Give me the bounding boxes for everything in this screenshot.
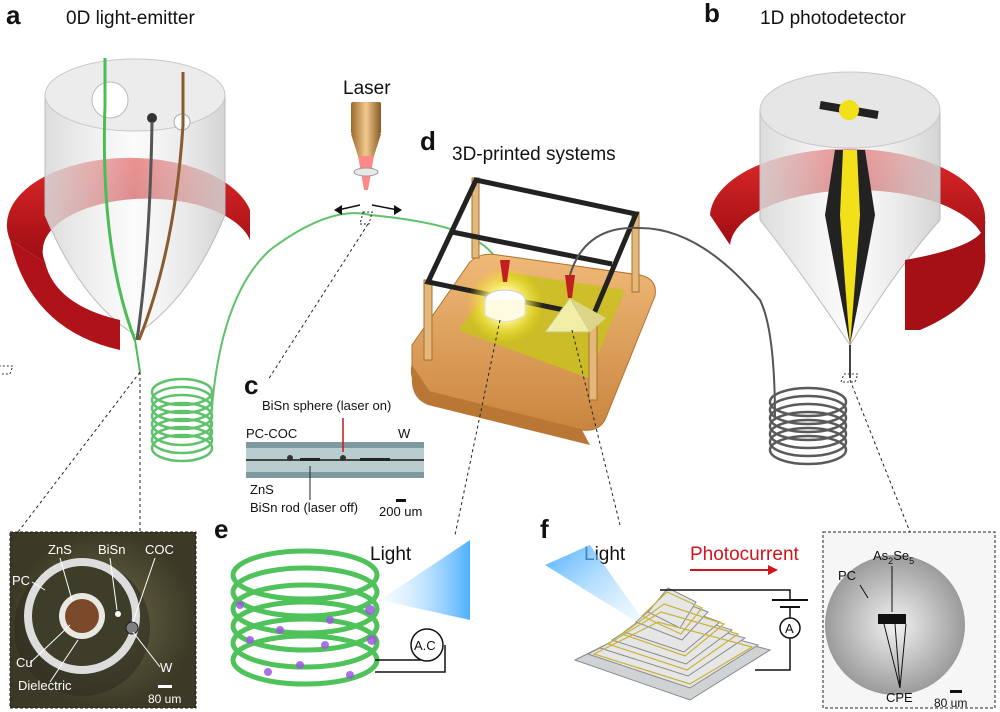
panel-c-letter: c (244, 370, 258, 400)
black-fiber (569, 226, 776, 421)
label-pc-b: PC (838, 568, 856, 583)
label-pc-coc: PC-COC (246, 426, 297, 441)
label-bisn-sphere: BiSn sphere (laser on) (262, 398, 391, 413)
black-fiber-coil (768, 386, 848, 466)
panel-b-title: 1D photodetector (760, 8, 906, 29)
label-bisn-rod: BiSn rod (laser off) (250, 500, 358, 515)
photocurrent-label: Photocurrent (690, 544, 800, 565)
panel-b-letter: b (704, 0, 720, 28)
compound-se: Se (893, 548, 909, 563)
label-pc: PC (12, 573, 30, 588)
laser-label: Laser (343, 78, 391, 99)
scale-bar-c: 200 um (379, 504, 422, 519)
panel-f-pyramid-detector: f Light Photocurrent A (540, 514, 808, 701)
panel-d-title: 3D-printed systems (452, 144, 616, 165)
scale-bar-b: 80 um (934, 696, 967, 710)
ammeter-label: A (785, 621, 794, 636)
label-cu: Cu (16, 655, 33, 670)
light-emitter-preform (0, 58, 250, 375)
label-as2se5: As2Se5 (873, 548, 914, 566)
ac-source-label: A.C (414, 638, 436, 653)
label-w: W (160, 660, 173, 675)
label-dielectric: Dielectric (18, 678, 72, 693)
micrograph-cross-section-b: PC As2Se5 CPE 80 um (822, 531, 996, 710)
laser-source: Laser (267, 78, 402, 381)
printed-system (410, 177, 656, 445)
panel-f-letter: f (540, 514, 549, 544)
compound-sub1: 2 (888, 556, 893, 566)
panel-e-coil-emitter: e Light A.C (214, 514, 470, 687)
ac-source-symbol (410, 628, 444, 662)
label-coc: COC (145, 542, 174, 557)
panel-d-letter: d (420, 126, 436, 156)
compound-as: As (873, 548, 889, 563)
label-zns: ZnS (48, 542, 72, 557)
label-w-c: W (398, 426, 411, 441)
panel-e-light-label: Light (370, 544, 412, 565)
scale-bar-a: 80 um (148, 692, 181, 706)
compound-sub2: 5 (909, 556, 914, 566)
label-zns-c: ZnS (250, 482, 274, 497)
photodetector-preform (710, 71, 986, 383)
panel-a-title: 0D light-emitter (66, 8, 195, 29)
micrograph-cross-section-a: ZnS BiSn COC PC Cu W Dielectric 80 um (9, 531, 197, 709)
label-bisn: BiSn (98, 542, 125, 557)
panel-c-micrograph: c BiSn sphere (laser on) PC-COC W ZnS Bi… (244, 370, 424, 519)
panel-a-letter: a (6, 0, 21, 30)
label-cpe: CPE (886, 690, 913, 705)
green-fiber-coil (150, 377, 214, 463)
panel-e-letter: e (214, 514, 228, 544)
